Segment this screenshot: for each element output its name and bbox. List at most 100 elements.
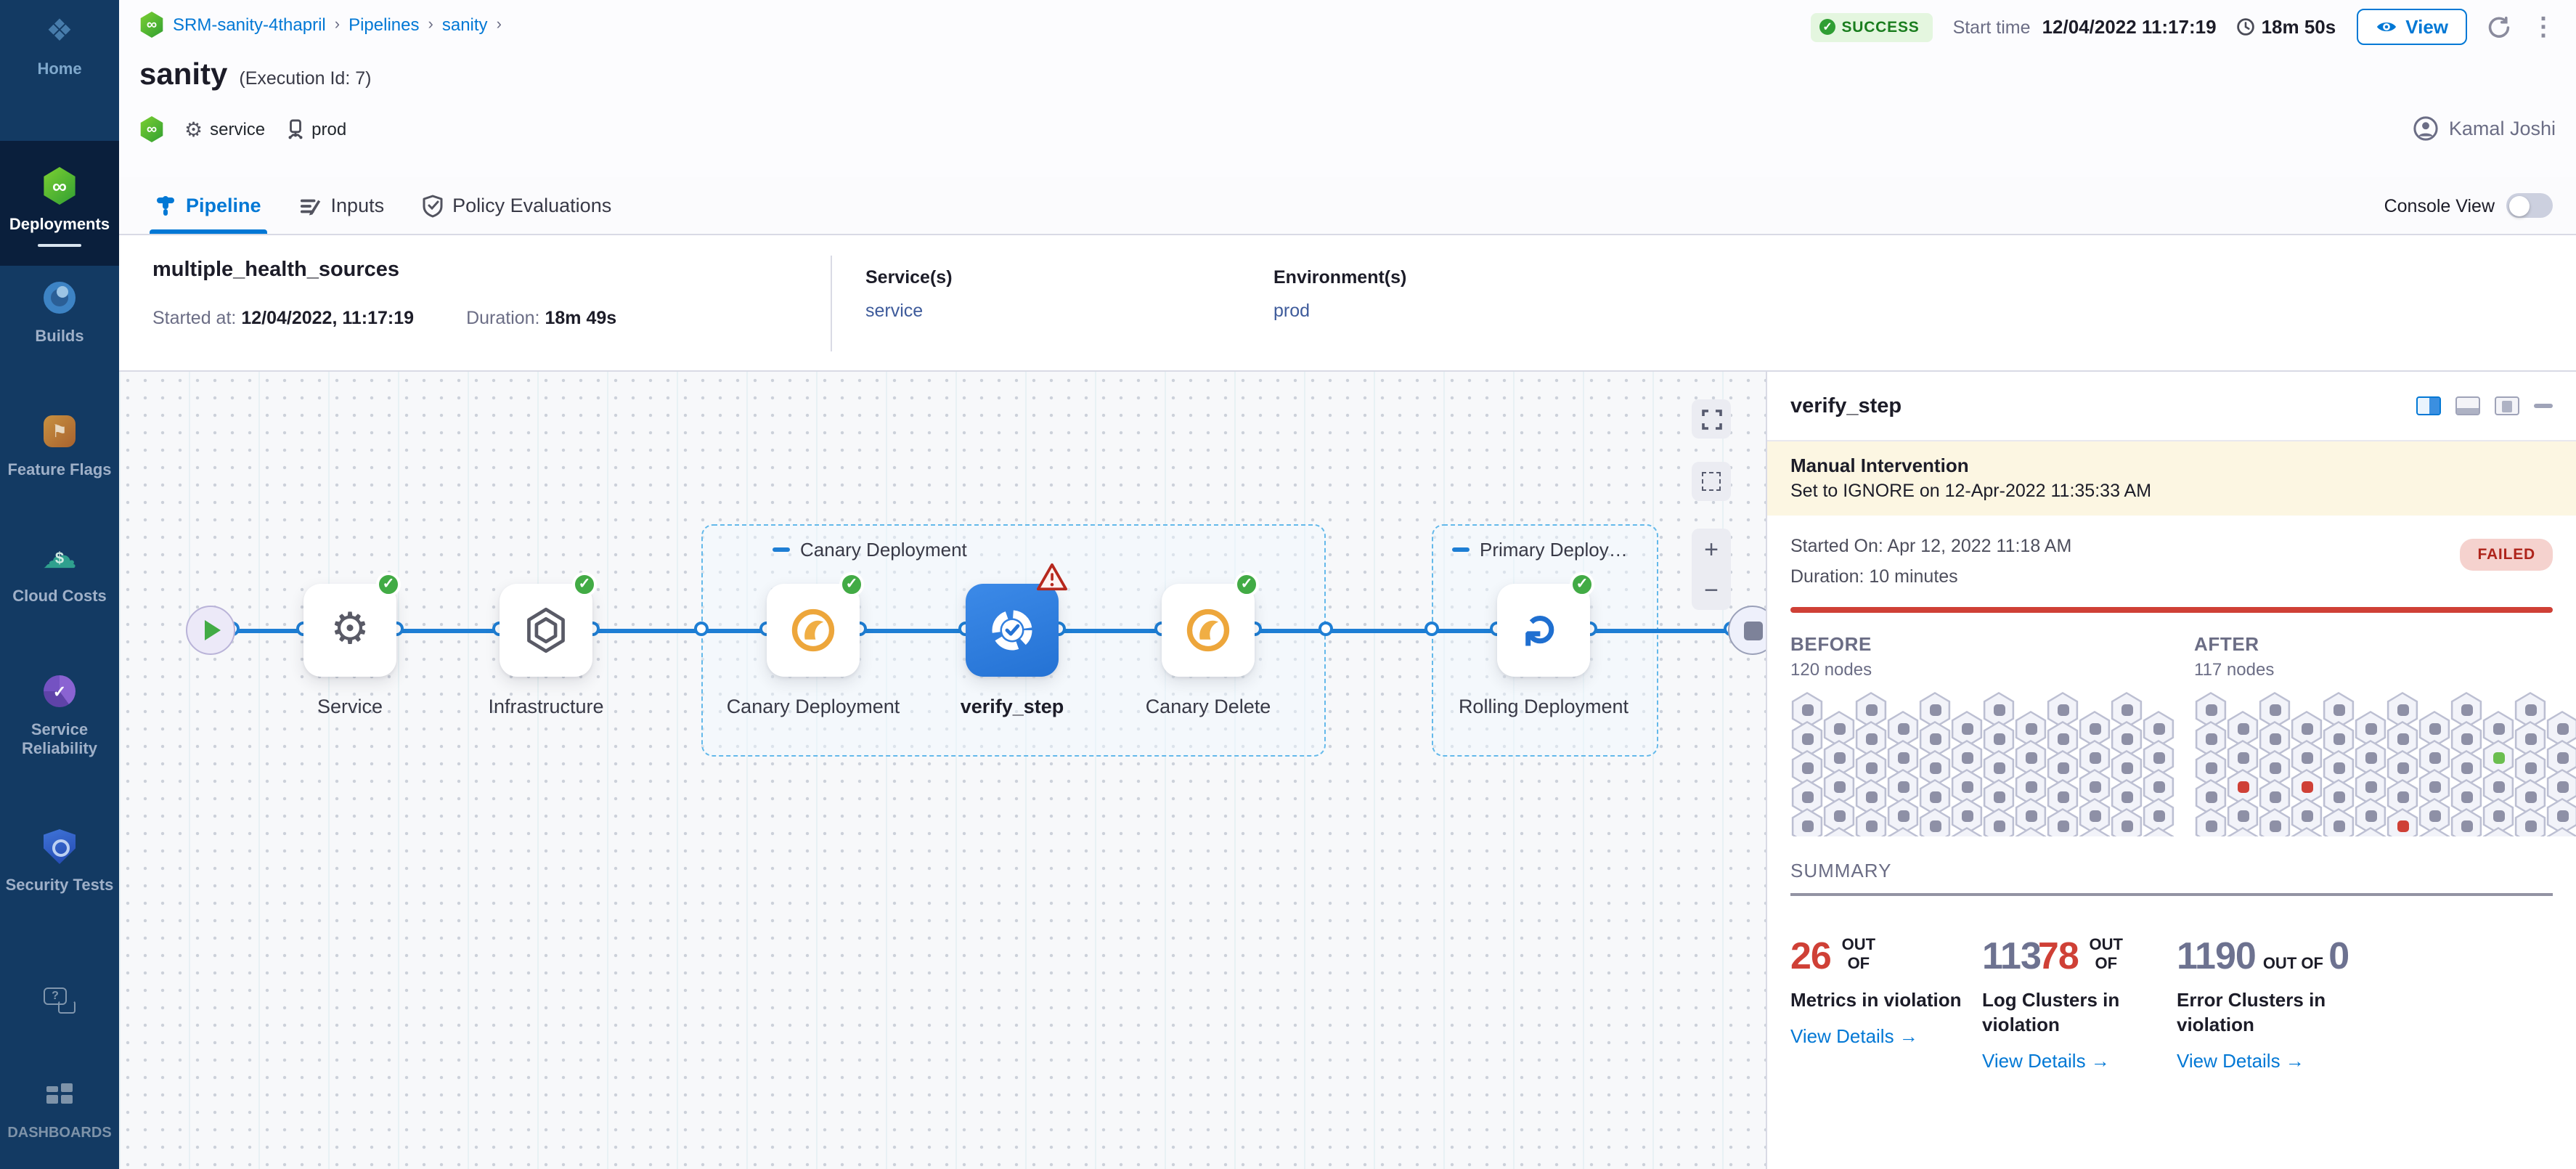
hexgrid-after (2194, 691, 2576, 836)
more-menu-button[interactable]: ⋮ (2531, 13, 2556, 41)
zoom-out-button[interactable]: − (1704, 576, 1719, 603)
node-hexagon[interactable] (2418, 827, 2450, 836)
page-title: sanity (139, 58, 228, 91)
before-column: BEFORE 120 nodes (1790, 633, 2180, 836)
node-hexagon[interactable] (2323, 808, 2355, 836)
node-canary-delete[interactable] (1162, 584, 1255, 677)
node-hexagon[interactable] (2291, 827, 2323, 836)
failed-progress-bar (1790, 607, 2553, 613)
environment-tag[interactable]: prod (285, 119, 346, 139)
node-hexagon[interactable] (1951, 827, 1983, 836)
refresh-button[interactable] (2487, 15, 2511, 38)
sidebar-item-label: Feature Flags (7, 462, 112, 479)
banner-title: Manual Intervention (1790, 455, 1969, 476)
service-gear-icon: ⚙ (330, 606, 370, 653)
node-hexagon[interactable] (2015, 827, 2047, 836)
layout-right-panel-icon[interactable] (2416, 396, 2441, 415)
collapse-dash-icon (1452, 547, 1470, 552)
node-hexagon[interactable] (1919, 808, 1951, 836)
tab-policy-evaluations[interactable]: Policy Evaluations (422, 177, 611, 234)
run-name: multiple_health_sources (152, 258, 400, 282)
service-tag[interactable]: ⚙ service (184, 117, 266, 140)
node-hexagon[interactable] (2195, 808, 2227, 836)
service-reliability-icon (44, 675, 76, 707)
sidebar-item-home[interactable]: ❖ Home (0, 6, 119, 80)
success-check-icon: ✓ (1570, 572, 1594, 597)
node-hexagon[interactable] (1983, 808, 2015, 836)
node-verify-step[interactable] (966, 584, 1059, 677)
group-label-primary[interactable]: Primary Deploy… (1452, 539, 1628, 561)
duration-pair: 18m 50s (2237, 16, 2336, 38)
node-hexagon[interactable] (2450, 808, 2482, 836)
tab-inputs[interactable]: Inputs (299, 177, 384, 234)
layout-bottom-panel-icon[interactable] (2455, 396, 2480, 415)
layout-floating-panel-icon[interactable] (2495, 396, 2519, 415)
home-icon: ❖ (46, 14, 73, 47)
sidebar-item-deployments[interactable]: ∞ Deployments (0, 141, 119, 266)
node-label: Infrastructure (488, 696, 604, 717)
node-hexagon[interactable] (2227, 827, 2259, 836)
log-clusters-label: Log Clusters in violation (1982, 988, 2120, 1035)
node-hexagon[interactable] (2047, 808, 2079, 836)
node-hexagon[interactable] (1887, 827, 1919, 836)
node-hexagon[interactable] (2355, 827, 2387, 836)
node-hexagon[interactable] (2079, 827, 2111, 836)
panel-header: verify_step (1767, 372, 2576, 441)
node-hexagon[interactable] (2259, 808, 2291, 836)
console-view-toggle[interactable] (2506, 193, 2553, 218)
sidebar-item-service-reliability[interactable]: Service Reliability (0, 667, 119, 759)
node-hexagon[interactable] (2387, 808, 2418, 836)
tab-pipeline[interactable]: Pipeline (150, 177, 267, 234)
view-button[interactable]: View (2356, 9, 2467, 45)
sidebar-item-builds[interactable]: Builds (0, 273, 119, 347)
service-link[interactable]: service (865, 301, 924, 321)
marquee-select-button[interactable] (1692, 462, 1731, 501)
breadcrumb-project[interactable]: SRM-sanity-4thapril (173, 15, 326, 35)
node-hexagon[interactable] (2111, 808, 2143, 836)
node-rolling-deployment[interactable]: ↻ (1497, 584, 1590, 677)
fit-to-screen-button[interactable] (1692, 399, 1731, 439)
sidebar-item-feature-flags[interactable]: ⚑ Feature Flags (0, 407, 119, 481)
group-label-canary[interactable]: Canary Deployment (773, 539, 967, 561)
started-on: Started On: Apr 12, 2022 11:18 AM (1790, 536, 2072, 556)
error-view-details-link[interactable]: View Details → (2177, 1049, 2304, 1071)
node-hexagon[interactable] (2482, 827, 2514, 836)
pipeline-start-node[interactable] (186, 606, 235, 655)
error-count: 1190 (2177, 933, 2257, 977)
log-view-details-link[interactable]: View Details → (1982, 1049, 2110, 1071)
breadcrumb-pipelines[interactable]: Pipelines (349, 15, 420, 35)
breadcrumb-separator: › (428, 16, 433, 33)
sidebar-item-label: Builds (35, 328, 84, 346)
breadcrumb: ∞ SRM-sanity-4thapril › Pipelines › sani… (139, 12, 502, 38)
node-hexagon[interactable] (1823, 827, 1855, 836)
node-hexagon[interactable] (1855, 808, 1887, 836)
metrics-view-details-link[interactable]: View Details → (1790, 1025, 1918, 1046)
user-chip[interactable]: Kamal Joshi (2414, 116, 2556, 141)
error-clusters-label: Error Clusters in violation (2177, 988, 2326, 1035)
sidebar-item-dashboards[interactable]: DASHBOARDS (0, 1069, 119, 1143)
node-service[interactable]: ⚙ (303, 584, 396, 677)
status-cluster: ✓ SUCCESS Start time 12/04/2022 11:17:19… (1811, 9, 2556, 45)
sidebar-item-help[interactable]: ? (0, 976, 119, 1025)
sidebar-item-cloud-costs[interactable]: ☁$ Cloud Costs (0, 533, 119, 607)
sidebar-item-security-tests[interactable]: Security Tests (0, 822, 119, 896)
node-hexagon[interactable] (1791, 808, 1823, 836)
services-column: Service(s) service (865, 267, 953, 321)
step-details-panel: verify_step Manual Intervention Set to I… (1766, 372, 2576, 1169)
minimize-icon[interactable] (2534, 404, 2553, 408)
manual-intervention-banner: Manual Intervention Set to IGNORE on 12-… (1767, 441, 2576, 516)
node-hexagon[interactable] (2143, 827, 2174, 836)
play-icon (205, 620, 221, 640)
breadcrumb-pipeline-name[interactable]: sanity (441, 15, 488, 35)
node-canary-deployment[interactable] (767, 584, 860, 677)
rolling-deploy-icon: ↻ (1518, 611, 1567, 649)
node-infrastructure[interactable] (500, 584, 592, 677)
pipeline-canvas[interactable]: Canary Deployment Primary Deploy… ⚙ ✓ Se… (119, 372, 1766, 1169)
zoom-in-button[interactable]: + (1704, 535, 1719, 563)
check-circle-icon: ✓ (1819, 19, 1836, 35)
node-hexagon[interactable] (2514, 808, 2546, 836)
success-check-icon: ✓ (376, 572, 401, 597)
environment-link[interactable]: prod (1273, 301, 1311, 321)
stop-icon (1743, 621, 1762, 640)
